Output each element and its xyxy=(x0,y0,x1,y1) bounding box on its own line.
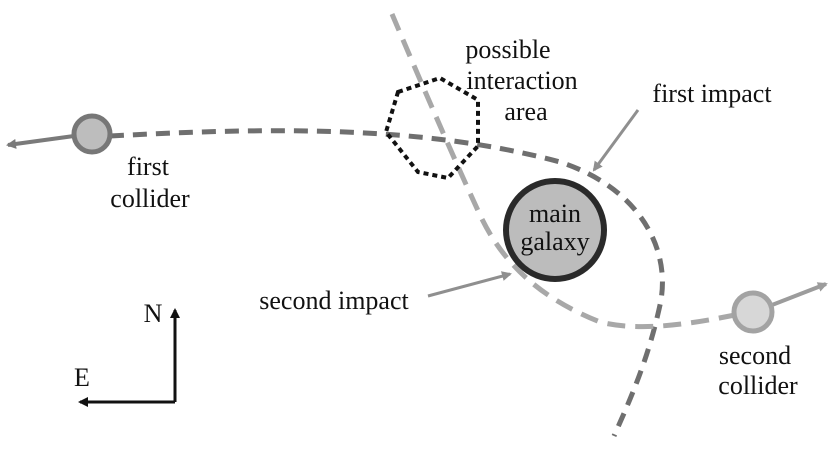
main-galaxy-label-line1: main xyxy=(529,199,581,228)
first-collider-circle xyxy=(71,113,113,155)
first-collider-trajectory xyxy=(109,128,665,438)
possible-area-label-line2: interaction xyxy=(466,66,577,95)
first-impact-pointer xyxy=(592,109,640,172)
first-collider-label-line1: first xyxy=(127,152,170,181)
second-impact-label: second impact xyxy=(259,286,409,315)
first-collider-arrow xyxy=(6,134,75,149)
possible-area-label-line1: possible xyxy=(465,35,550,64)
first-collider-label-line2: collider xyxy=(110,184,190,213)
second-collider-arrow xyxy=(771,282,828,307)
main-galaxy-label-line2: galaxy xyxy=(520,227,589,256)
second-collider-label-line1: second xyxy=(719,341,791,370)
possible-area-label-line3: area xyxy=(504,97,548,126)
main-galaxy-circle xyxy=(503,178,607,282)
second-collider-label-line2: collider xyxy=(718,371,798,400)
compass-e-label: E xyxy=(74,363,90,392)
first-impact-label: first impact xyxy=(652,79,772,108)
second-collider-circle xyxy=(731,290,775,334)
second-collider-trajectory xyxy=(389,13,736,330)
second-impact-pointer xyxy=(427,271,512,298)
compass-n-label: N xyxy=(144,299,163,328)
interaction-area-polygon xyxy=(383,75,480,181)
